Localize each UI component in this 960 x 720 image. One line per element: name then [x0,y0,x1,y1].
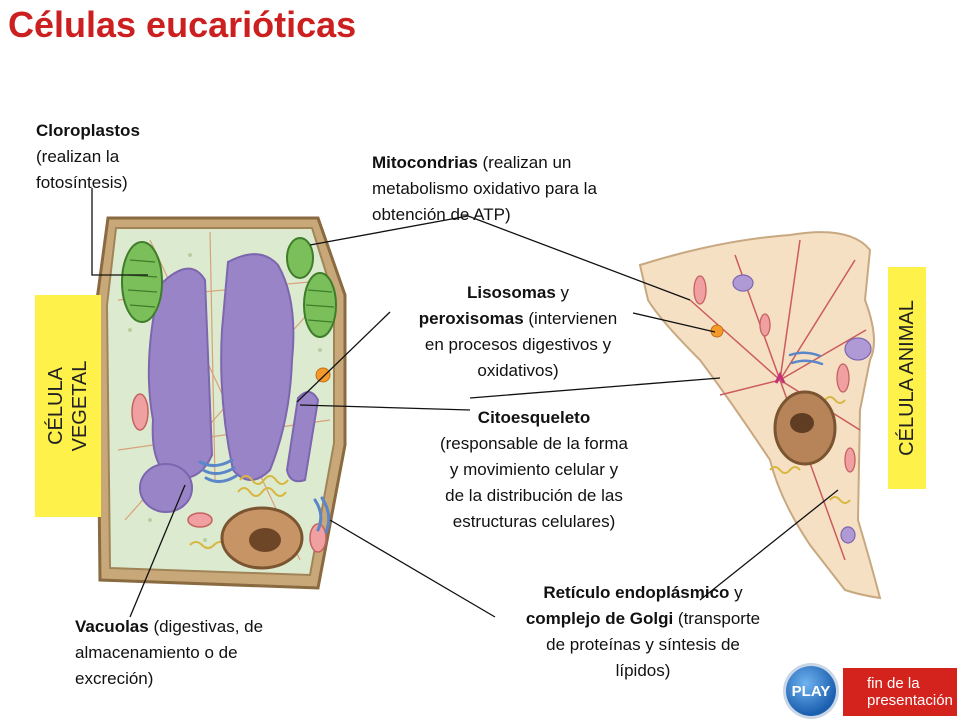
lysosomes-label: Lisosomas y peroxisomas (intervienen en … [380,280,656,384]
vacuoles-label: Vacuolas (digestivas, de almacenamiento … [75,614,263,692]
animal-cell [638,231,882,600]
plant-line-2: VEGETAL [69,360,91,452]
er-golgi-label: Retículo endoplásmico y complejo de Golg… [490,580,796,684]
cytoskeleton-name: Citoesqueleto [477,408,591,427]
er-golgi-desc-1: (transporte [673,609,761,628]
chloroplasts-desc-1: (realizan la [36,147,120,166]
mitochondria-label: Mitocondrias (realizan un metabolismo ox… [372,150,597,228]
plant-vacuole-small [285,391,320,483]
peroxisomes-name: peroxisomas [418,309,524,328]
cytoskeleton-label: Citoesqueleto (responsable de la forma y… [400,405,668,535]
vacuoles-desc-3: excreción) [75,669,154,688]
mitochondria-name: Mitocondrias [372,153,478,172]
play-button[interactable]: PLAY [786,666,836,716]
page-title: Células eucarióticas [8,4,357,45]
lysosomes-name: Lisosomas [466,283,556,302]
vacuoles-desc-2: almacenamiento o de [75,643,238,662]
plant-cell [95,216,347,590]
plant-cell-side-label: CÉLULA VEGETAL [35,295,101,517]
end-presentation-button[interactable]: fin de la presentación [843,668,957,716]
chloroplasts-desc-2: fotosíntesis) [36,173,128,192]
end-line-2: presentación [867,692,953,709]
lysosomes-desc-3: oxidativos) [477,361,559,380]
animal-cell-membrane [638,231,882,600]
cytoskeleton-desc-4: estructuras celulares) [452,512,616,531]
leader-lines [91,188,839,618]
end-line-1: fin de la [867,675,920,692]
cytoskeleton-desc-3: de la distribución de las [445,486,623,505]
mitochondria-desc-2: metabolismo oxidativo para la [372,179,597,198]
animal-cell-side-label: CÉLULA ANIMAL [888,267,926,489]
animal-cell-side-text: CÉLULA ANIMAL [896,300,918,456]
er-golgi-desc-3: lípidos) [615,661,671,680]
lysosomes-conj: y [555,283,570,302]
mitochondria-desc-1: (realizan un [477,153,572,172]
vacuoles-desc-1: (digestivas, de [148,617,264,636]
lysosomes-desc-2: en procesos digestivos y [424,335,612,354]
golgi-name: complejo de Golgi [525,609,674,628]
plant-line-1: CÉLULA [45,367,67,445]
lysosomes-desc-1: (intervienen [523,309,618,328]
chloroplasts-name: Cloroplastos [36,121,140,140]
mitochondria-desc-3: obtención de ATP) [372,205,511,224]
chloroplasts-label: Cloroplastos (realizan la fotosíntesis) [36,118,140,196]
plant-vacuole-center [220,253,295,481]
vacuoles-name: Vacuolas [75,617,149,636]
er-golgi-desc-2: de proteínas y síntesis de [546,635,740,654]
er-golgi-conj: y [729,583,743,602]
play-label: PLAY [791,682,831,700]
er-name: Retículo endoplásmico [543,583,730,602]
cytoskeleton-desc-1: (responsable de la forma [439,434,629,453]
cytoskeleton-desc-2: y movimiento celular y [449,460,619,479]
plant-cell-side-text: CÉLULA VEGETAL [44,361,92,452]
